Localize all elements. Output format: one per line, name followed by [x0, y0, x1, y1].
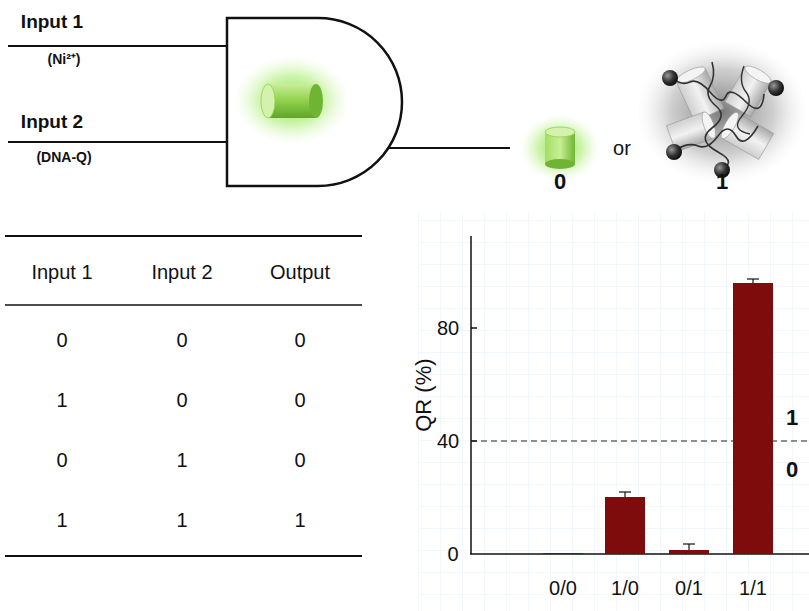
output-wire — [388, 147, 510, 149]
category-label: 0/1 — [675, 577, 703, 599]
quenched-aggregate — [662, 62, 784, 178]
table-rule — [5, 555, 362, 557]
table-cell: 1 — [176, 509, 187, 531]
table-cell: 0 — [294, 329, 305, 351]
bar — [543, 553, 583, 554]
table-cell: 0 — [56, 449, 67, 471]
category-label: 0/0 — [549, 577, 577, 599]
axis-title: QR (%) — [412, 358, 436, 431]
input-species: (DNA-Q) — [36, 150, 91, 165]
table-rule — [5, 235, 362, 237]
table-header: Input 2 — [151, 261, 212, 283]
table-cell: 0 — [294, 389, 305, 411]
table-cell: 1 — [56, 389, 67, 411]
table-cell: 1 — [56, 509, 67, 531]
tick-label: 40 — [437, 430, 459, 452]
bar — [669, 550, 709, 554]
table-header: Input 1 — [31, 261, 92, 283]
threshold-label: 0 — [786, 458, 798, 482]
and-gate — [227, 18, 402, 186]
output-value: 1 — [716, 170, 728, 194]
bar-chart — [470, 236, 809, 554]
table-rule — [5, 304, 362, 306]
bar — [733, 283, 773, 554]
aggregate-glow — [636, 40, 808, 184]
table-cell: 0 — [176, 329, 187, 351]
category-label: 1/1 — [739, 577, 767, 599]
gate-cylinder — [261, 84, 323, 118]
threshold-label: 1 — [786, 406, 798, 430]
green-cylinder — [545, 127, 575, 169]
input-label: Input 1 — [21, 12, 83, 33]
table-header: Output — [270, 261, 330, 283]
table-cell: 0 — [56, 329, 67, 351]
category-label: 1/0 — [611, 577, 639, 599]
tick-label: 80 — [437, 317, 459, 339]
input-label: Input 2 — [21, 112, 83, 133]
input-wire — [8, 141, 227, 143]
input-species: (Ni²⁺) — [48, 52, 81, 67]
input-wire — [8, 45, 227, 47]
table-cell: 0 — [176, 389, 187, 411]
table-cell: 1 — [176, 449, 187, 471]
table-cell: 1 — [294, 509, 305, 531]
bar — [605, 497, 645, 554]
table-cell: 0 — [294, 449, 305, 471]
gate-glow — [234, 56, 350, 144]
chart-grid — [418, 212, 809, 611]
tick-label: 0 — [447, 543, 458, 565]
or-word: or — [613, 137, 631, 159]
output-value: 0 — [554, 170, 566, 194]
